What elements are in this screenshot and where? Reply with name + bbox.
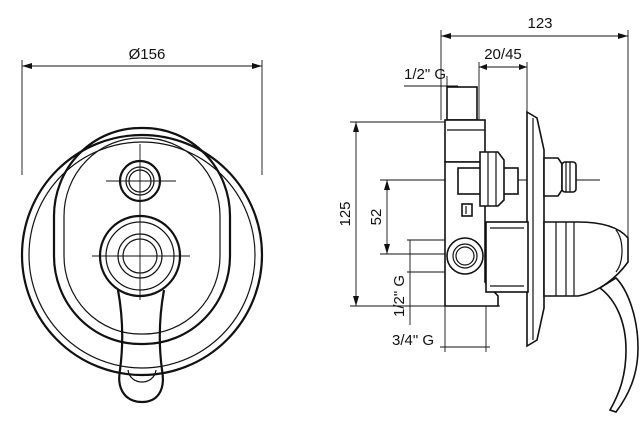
- cover-plate-inner-edge: [28, 141, 256, 369]
- arrow-left: [22, 63, 32, 69]
- depth-label: 123: [527, 15, 552, 32]
- diverter-knob: [106, 144, 176, 216]
- side-view: 123 20/45 1/2" G 125 52 1/2" G: [337, 15, 639, 413]
- cover-plate-outline: [20, 133, 264, 377]
- oval-recess-inner: [63, 137, 221, 335]
- lever-handle: [116, 289, 166, 404]
- front-view: Ø156: [20, 46, 264, 404]
- top-inlet-block: [444, 119, 486, 163]
- cartridge-housing: [485, 221, 529, 293]
- side-outlet: [446, 237, 484, 275]
- top-thread-label: 1/2" G: [404, 66, 446, 83]
- arrow-right: [252, 63, 262, 69]
- diameter-label: Ø156: [129, 46, 166, 63]
- lever-handle-tip-line: [127, 369, 157, 383]
- lever-body-side: [543, 221, 629, 297]
- lever-handle-side: [598, 276, 639, 413]
- cover-plate-side: [526, 110, 545, 348]
- diverter-nut: [479, 151, 505, 207]
- bottom-thread-label: 3/4" G: [392, 332, 434, 349]
- oval-recess-outer: [52, 126, 232, 346]
- diverter-knob-side: [543, 157, 563, 197]
- side-thread-label: 1/2" G: [391, 275, 408, 317]
- offset-label: 52: [368, 209, 385, 226]
- top-inlet-pipe: [446, 86, 478, 121]
- lever-base: [92, 198, 190, 300]
- body-port: [461, 203, 473, 217]
- range-label: 20/45: [484, 46, 522, 63]
- diverter-knob-cap: [561, 161, 577, 193]
- height-label: 125: [337, 201, 354, 226]
